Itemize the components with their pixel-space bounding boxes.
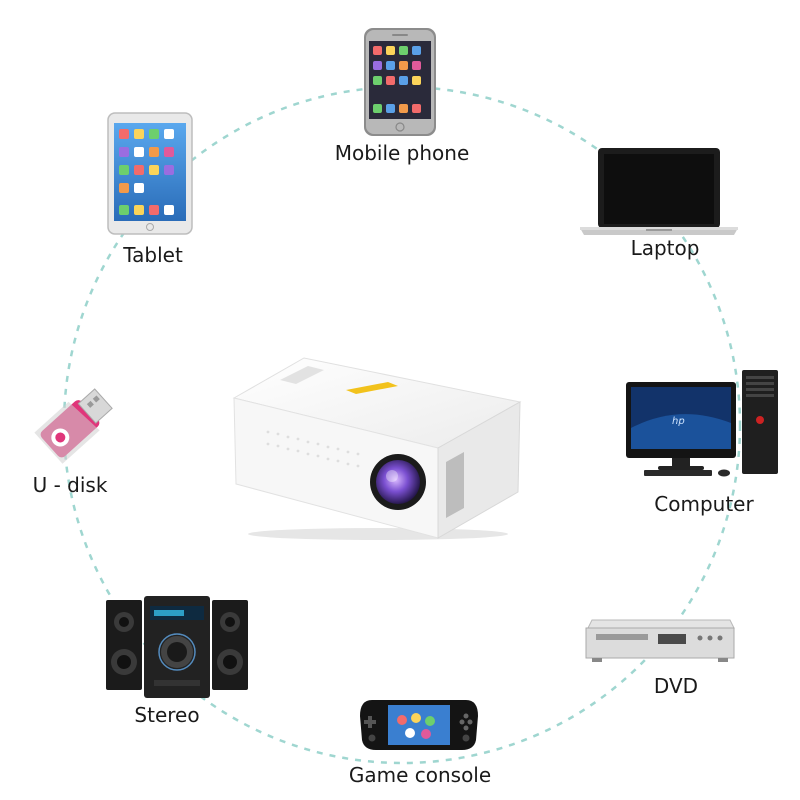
speaker-system-icon: [106, 596, 248, 698]
tablet-icon: [107, 112, 193, 235]
mobile-phone-icon: [364, 28, 436, 136]
laptop-icon: [580, 148, 738, 235]
mini-projector-icon: [232, 357, 522, 540]
mobile-phone-label: Mobile phone: [334, 141, 470, 165]
laptop-label: Laptop: [630, 236, 700, 260]
stereo-label: Stereo: [134, 703, 200, 727]
dvd-player-icon: [585, 619, 735, 662]
tablet-label: Tablet: [123, 243, 183, 267]
game-console-label: Game console: [348, 763, 492, 787]
usb-drive-icon: [34, 388, 113, 464]
computer-label: Computer: [654, 492, 754, 516]
desktop-computer-icon: hp: [626, 370, 778, 477]
dvd-label: DVD: [653, 674, 699, 698]
svg-text:hp: hp: [672, 416, 685, 427]
handheld-console-icon: [360, 700, 478, 750]
usb-drive-label: U - disk: [32, 473, 108, 497]
